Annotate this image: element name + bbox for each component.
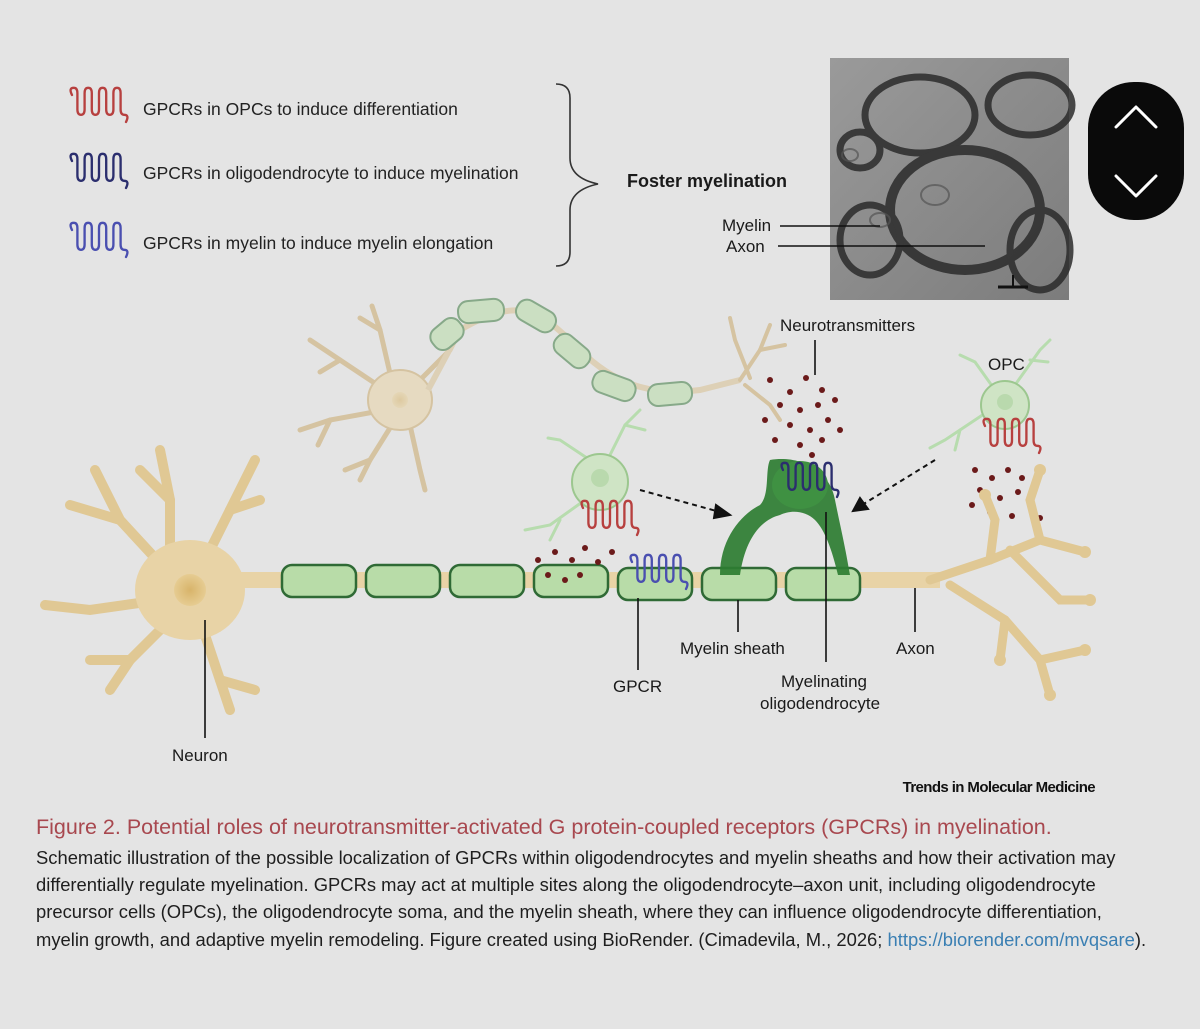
myelin-sheaths	[280, 563, 862, 602]
upper-neuron	[297, 297, 787, 493]
myelinating-label-line1: Myelinating	[781, 672, 867, 691]
scroll-down-button[interactable]	[1088, 151, 1184, 220]
legend-summary: Foster myelination	[627, 171, 787, 191]
neurotransmitters-label: Neurotransmitters	[780, 316, 915, 335]
myelinating-label-line2: oligodendrocyte	[760, 694, 880, 713]
opc-right: OPC	[928, 338, 1052, 521]
micrograph-axon-label: Axon	[726, 237, 765, 256]
scroll-up-button[interactable]	[1088, 82, 1184, 151]
legend-item-2: GPCRs in oligodendrocyte to induce myeli…	[143, 163, 518, 183]
myelin-sheath-label: Myelin sheath	[680, 639, 785, 658]
gpcr-dark-icon	[69, 152, 129, 190]
caption-body: Schematic illustration of the possible l…	[36, 844, 1156, 953]
opc-label: OPC	[988, 355, 1025, 374]
legend-item-1: GPCRs in OPCs to induce differentiation	[143, 99, 458, 119]
legend: GPCRs in OPCs to induce differentiation …	[69, 83, 787, 267]
micrograph-myelin-label: Myelin	[722, 216, 771, 235]
figure-caption: Figure 2. Potential roles of neurotransm…	[36, 812, 1156, 953]
gpcr-blue-icon	[69, 221, 129, 259]
axon-label: Axon	[896, 639, 935, 658]
figure-illustration: GPCRs in OPCs to induce differentiation …	[40, 58, 1096, 796]
main-neuron	[40, 445, 1096, 715]
legend-item-3: GPCRs in myelin to induce myelin elongat…	[143, 233, 493, 253]
caption-text: Schematic illustration of the possible l…	[36, 847, 1116, 950]
gpcr-red-icon	[69, 86, 129, 124]
neuron-label: Neuron	[172, 746, 228, 765]
dashed-arrows	[639, 459, 936, 520]
neurotransmitter-dots	[762, 375, 843, 458]
chevron-up-icon	[1114, 105, 1158, 128]
electron-micrograph: Myelin Axon	[722, 58, 1076, 300]
scroll-navigation	[1088, 82, 1184, 220]
legend-brace	[555, 83, 599, 267]
chevron-down-icon	[1114, 174, 1158, 197]
dots-left	[535, 545, 615, 583]
myelinating-oligodendrocyte	[720, 459, 850, 575]
opc-left	[523, 408, 647, 542]
caption-title: Figure 2. Potential roles of neurotransm…	[36, 815, 1052, 839]
journal-name: Trends in Molecular Medicine	[903, 779, 1096, 796]
caption-tail: ).	[1134, 928, 1147, 950]
gpcr-label: GPCR	[613, 677, 662, 696]
pointer-lines	[204, 512, 916, 738]
biorender-link[interactable]: https://biorender.com/mvqsare	[887, 928, 1135, 950]
